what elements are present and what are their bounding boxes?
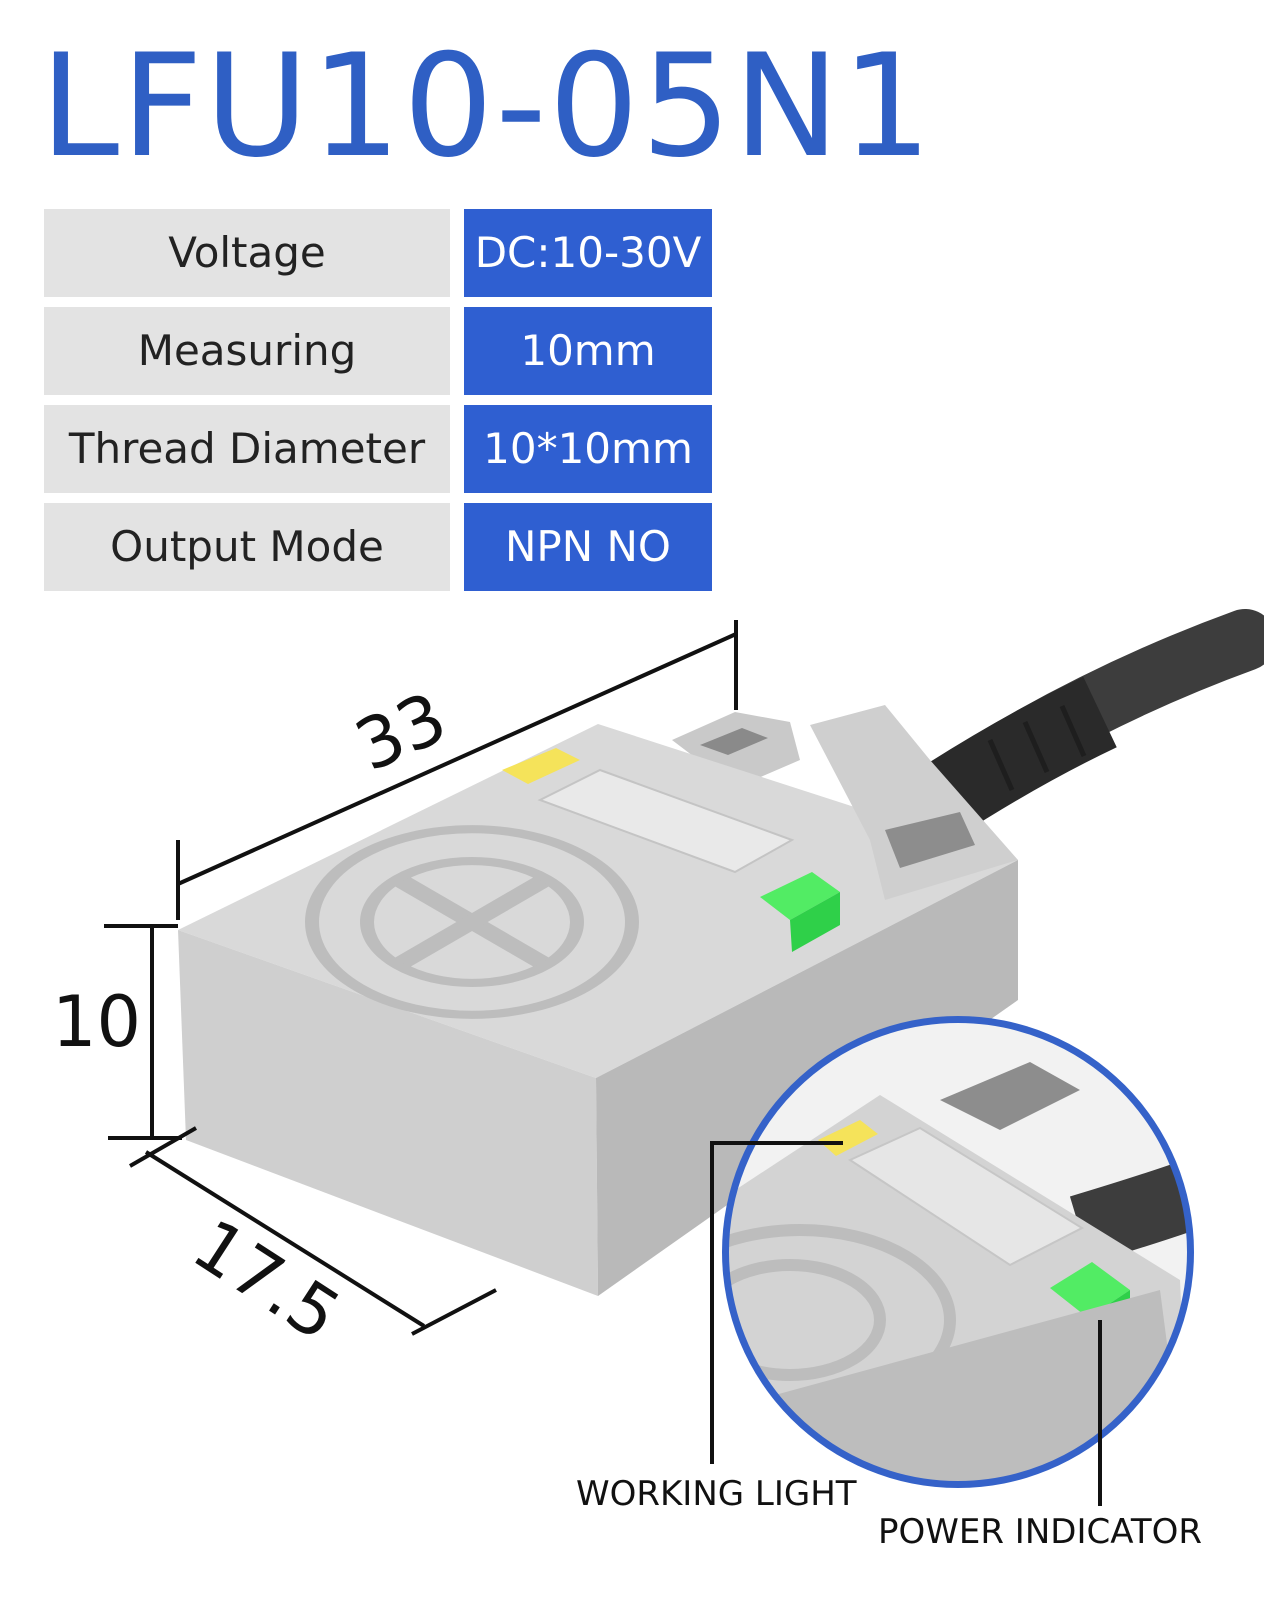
spec-row-output-mode: Output Mode NPN NO — [44, 503, 714, 591]
cable — [899, 609, 1264, 838]
sensor-drawing: 33 10 17.5 WORKING LIGHT POWER INDICATOR — [52, 609, 1264, 1552]
spec-label: Output Mode — [44, 503, 450, 591]
dimension-lines — [104, 620, 738, 1336]
target-mark-icon — [305, 825, 639, 1019]
spec-value: 10mm — [464, 307, 712, 395]
spec-value: NPN NO — [464, 503, 712, 591]
spec-row-measuring-distance: Measuring Distance 10mm — [44, 307, 714, 463]
callout-lines — [710, 1141, 1102, 1506]
sensor-rear-block — [810, 705, 1018, 900]
spec-label: Voltage — [44, 209, 450, 297]
sensor-window — [537, 768, 795, 874]
spec-table: Voltage DC:10-30V Measuring Distance 10m… — [44, 209, 714, 601]
sensor-front-face — [178, 930, 598, 1296]
power-indicator-led — [760, 872, 840, 952]
mounting-slot — [885, 812, 975, 868]
spec-row-thread-diameter: Thread Diameter 10*10mm — [44, 405, 714, 493]
product-title: LFU10-05N1 — [40, 24, 934, 189]
dimension-height: 10 — [52, 981, 141, 1063]
working-light-label: WORKING LIGHT — [576, 1474, 857, 1514]
dimension-length: 33 — [344, 676, 459, 787]
spec-label: Measuring Distance — [44, 307, 450, 463]
spec-value: 10*10mm — [464, 405, 712, 493]
spec-row-voltage: Voltage DC:10-30V — [44, 209, 714, 297]
spec-label: Thread Diameter — [44, 405, 450, 493]
spec-value: DC:10-30V — [464, 209, 712, 297]
mounting-tab — [672, 712, 800, 788]
power-indicator-label: POWER INDICATOR — [878, 1512, 1202, 1552]
working-light-led — [502, 748, 580, 784]
sensor-top-face — [178, 724, 1018, 1078]
